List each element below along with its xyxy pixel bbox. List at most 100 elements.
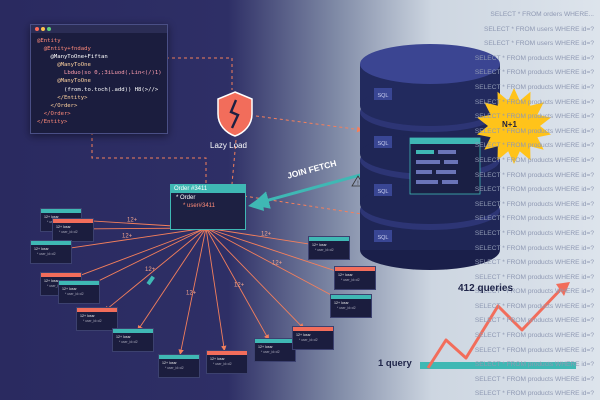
- code-token: @ManyToOne: [37, 78, 91, 85]
- entity-node-text: * user_id=d2: [47, 284, 66, 288]
- entity-node-header: [331, 295, 371, 299]
- code-token: (from.to.toch(.add)) H8(>//>: [63, 86, 159, 93]
- entity-node-header: [335, 267, 375, 271]
- entity-node-text: 12+ lossr: [116, 335, 131, 339]
- trend-arrowhead-icon: [556, 282, 570, 296]
- entity-node: 12+ lossr* user_id=d2: [112, 328, 154, 352]
- entity-node-header: [207, 351, 247, 355]
- sql-query-line: SELECT * FROM products WHERE id=?: [474, 361, 594, 369]
- db-table-panel: [409, 137, 481, 195]
- code-line: @Entity: [37, 37, 161, 45]
- entity-node: 12+ lossr* user_id=d2: [30, 240, 72, 264]
- svg-text:!: !: [357, 181, 359, 187]
- lazyload-to-database-connector: [255, 115, 363, 133]
- sql-query-line: SELECT * FROM products WHERE id=?: [474, 390, 594, 398]
- fan-ray: [137, 227, 207, 331]
- db-sql-label: SQL: [377, 189, 388, 195]
- code-line: @ManyToOne: [37, 77, 161, 85]
- sql-query-line: SELECT * FROM products WHERE id=?: [474, 142, 594, 150]
- entity-node-text: * user_id=d2: [65, 292, 84, 296]
- sql-query-line: SELECT * FROM products WHERE id=?: [474, 69, 594, 77]
- fan-ray: [87, 227, 207, 287]
- sql-query-line: SELECT * FROM products WHERE id=?: [474, 127, 594, 135]
- entity-node-text: * user_id=d2: [341, 278, 360, 282]
- code-token: [37, 70, 64, 76]
- lazy-load-label: Lazy Load: [210, 141, 247, 150]
- code-token: @ManyToOne: [37, 62, 91, 69]
- entity-node: 12+ lossr* user_id=d2: [158, 354, 200, 378]
- fan-ray: [205, 227, 305, 329]
- entity-node: 12+ lossr* user_id=d2: [76, 307, 118, 331]
- entity-node-text: 12+ lossr: [312, 243, 327, 247]
- fan-ray: [205, 227, 227, 352]
- entity-node-header: [159, 355, 199, 359]
- code-token: </Entity>: [37, 94, 88, 101]
- entity-node: 12+ lossr* user_id=d2: [292, 326, 334, 350]
- sql-query-line: SELECT * FROM products WHERE id=?: [474, 273, 594, 281]
- sql-query-line: SELECT * FROM products WHERE id=?: [474, 200, 594, 208]
- code-to-lazyload-connector: [166, 57, 233, 90]
- entity-node-text: * user_id=d2: [83, 319, 102, 323]
- one-query-label: 1 query: [378, 358, 412, 369]
- code-token: </Order>: [37, 110, 71, 117]
- entity-node-text: 12+ lossr: [162, 361, 177, 365]
- order-entity-card: Order #3411 * Order * user#3411: [170, 184, 246, 230]
- sql-query-line: SELECT * FROM products WHERE id=?: [474, 259, 594, 267]
- entity-node-text: * user_id=d2: [315, 248, 334, 252]
- fan-ray-label: 12+: [234, 283, 245, 289]
- entity-node-text: * user_id=d2: [213, 362, 232, 366]
- sql-query-line: SELECT * FROM orders WHERE...: [490, 11, 594, 18]
- code-line: @ManyToOne: [37, 61, 161, 69]
- entity-node: 12+ lossr* user_id=d2: [58, 280, 100, 304]
- rocket-icon: [146, 275, 155, 286]
- entity-node-header: [41, 209, 81, 213]
- code-to-hub-connector: [91, 132, 207, 184]
- sql-query-line: SELECT * FROM products WHERE id=?: [474, 302, 594, 310]
- fan-ray: [104, 227, 207, 312]
- code-line: </Entity>: [37, 94, 161, 102]
- entity-node-text: * user_id=d2: [165, 366, 184, 370]
- entity-node-header: [255, 339, 295, 343]
- entity-node-header: [77, 308, 117, 312]
- code-editor-window: @Entity @Entity+fndady @ManyToOne+Fiftan…: [30, 24, 168, 134]
- entity-node: 12+ lossr* user_id=d2: [308, 236, 350, 260]
- fan-ray: [205, 227, 320, 248]
- entity-node-text: * user_id=d2: [261, 350, 280, 354]
- code-line: Lbduo(so 0,;3iLuod(,Lin<(/)1): [37, 69, 162, 77]
- fan-ray: [61, 227, 207, 252]
- entity-node-header: [53, 219, 93, 223]
- fan-ray-label: 12+: [122, 234, 133, 240]
- entity-node: 12+ lossr* user_id=d2: [334, 266, 376, 290]
- fan-ray: [70, 227, 207, 280]
- sql-query-line: SELECT * FROM products WHERE id=?: [474, 98, 594, 106]
- entity-node-text: * user_id=d2: [299, 338, 318, 342]
- fan-ray-label: 12+: [186, 291, 197, 297]
- code-token: Lbduo(so 0,;3iLuod(,Lin<(/)1): [63, 70, 162, 77]
- entity-node-text: * user_id=d2: [337, 306, 356, 310]
- entity-node-header: [41, 273, 81, 277]
- entity-node: 12+ lossr* user_id=d2: [330, 294, 372, 318]
- entity-node: 12+ lossr* user_id=d2: [52, 218, 94, 242]
- sql-query-line: SELECT * FROM products WHERE id=?: [474, 375, 594, 383]
- sql-query-line: SELECT * FROM products WHERE id=?: [474, 346, 594, 354]
- entity-node-text: 12+ lossr: [62, 287, 77, 291]
- sql-query-line: SELECT * FROM products WHERE id=?: [474, 332, 594, 340]
- entity-node-text: * user_id=d2: [119, 340, 138, 344]
- db-sql-label: SQL: [377, 141, 388, 147]
- sql-query-line: SELECT * FROM users WHERE id=?: [484, 25, 594, 33]
- code-line: (from.to.toch(.add)) H8(>//>: [37, 86, 161, 94]
- entity-node-text: 12+ lossr: [80, 314, 95, 318]
- sql-query-line: SELECT * FROM users WHERE id=?: [484, 40, 594, 48]
- window-close-dot: [35, 27, 39, 31]
- entity-node-text: 12+ lossr: [34, 247, 49, 251]
- order-entity-row: * user#3411: [183, 203, 215, 209]
- fan-ray-label: 12+: [127, 218, 138, 224]
- entity-node-text: 12+ lossr: [296, 333, 311, 337]
- window-maximize-dot: [47, 27, 51, 31]
- sql-query-log: SELECT * FROM orders WHERE... SELECT * FR…: [442, 8, 594, 400]
- code-line: </Order>: [37, 110, 161, 118]
- join-fetch-arrowhead: [248, 196, 264, 211]
- sql-query-line: SELECT * FROM products WHERE id=?: [474, 83, 594, 91]
